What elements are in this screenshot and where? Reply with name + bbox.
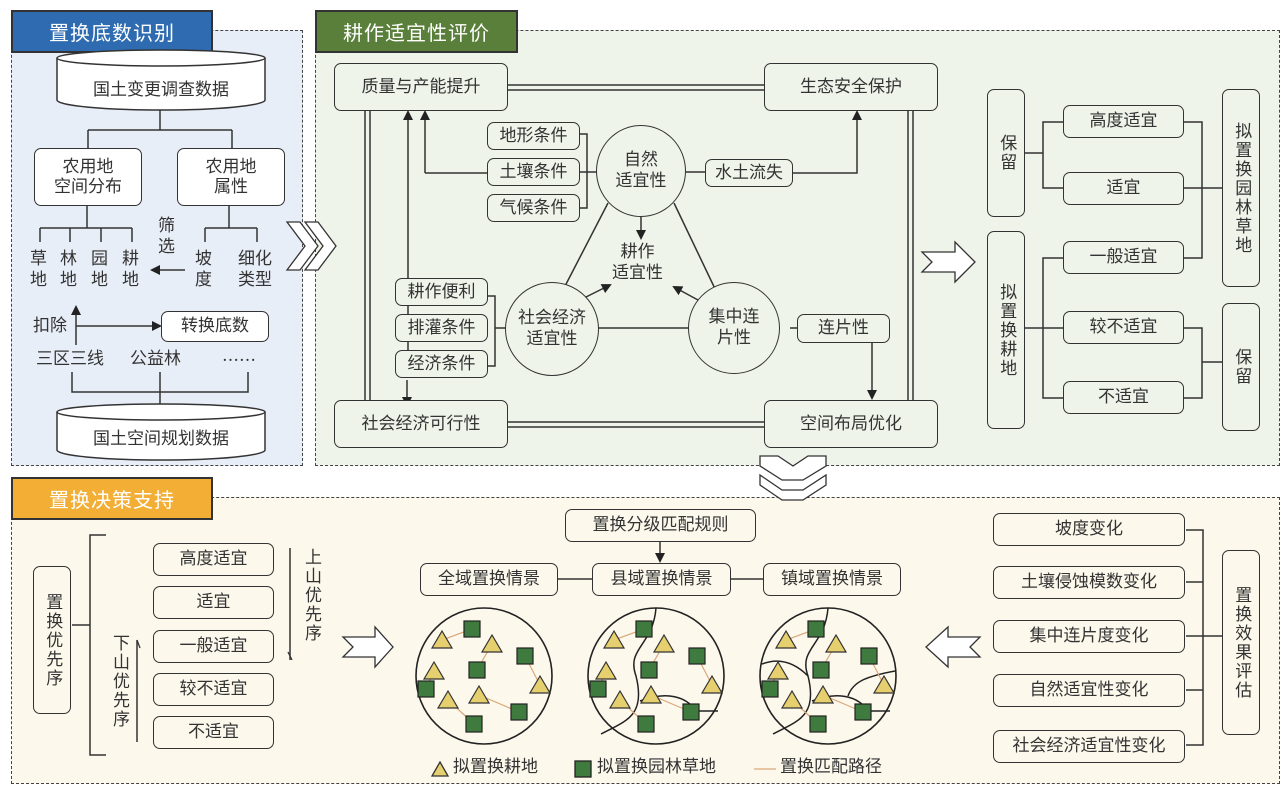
header-decision-support: 置换决策支持 — [11, 477, 213, 520]
priority-suitable: 适宜 — [153, 586, 274, 619]
constraint-more: …… — [222, 346, 256, 366]
legend-farmland-label: 拟置换耕地 — [453, 757, 538, 777]
box-matching-rule: 置换分级匹配规则 — [565, 509, 756, 542]
effect-erosion-change: 土壤侵蚀模数变化 — [993, 566, 1185, 599]
circle-concentration: 集中连 片性 — [688, 282, 780, 374]
level-less-suitable: 较不适宜 — [1063, 311, 1184, 344]
circle-socio-suitability: 社会经济 适宜性 — [505, 282, 599, 376]
box-socio-feasibility: 社会经济可行性 — [334, 400, 508, 448]
level-highly-suitable: 高度适宜 — [1063, 105, 1184, 138]
level-moderately-suitable: 一般适宜 — [1063, 241, 1184, 274]
circle-natural-suitability: 自然 适宜性 — [596, 125, 686, 217]
box-to-farmland: 拟置换耕地 — [987, 231, 1025, 429]
label-slope: 坡 度 — [195, 249, 212, 291]
priority-less-suitable: 较不适宜 — [153, 673, 274, 706]
scenario-global: 全域置换情景 — [420, 563, 558, 596]
landtype-grassland: 草 地 — [30, 249, 47, 291]
box-spatial-optimization: 空间布局优化 — [764, 400, 938, 448]
label-land-survey-data: 国土变更调查数据 — [93, 80, 229, 100]
label-cultivation-suitability: 耕作 适宜性 — [612, 242, 663, 284]
factor-climate: 气候条件 — [487, 194, 580, 222]
legend-path-icon — [754, 768, 776, 770]
box-soil-erosion: 水土流失 — [705, 159, 793, 187]
box-land-attributes: 农用地 属性 — [177, 148, 285, 206]
legend-path-label: 置换匹配路径 — [780, 757, 882, 777]
effect-concentration-change: 集中连片度变化 — [993, 620, 1185, 653]
factor-economic: 经济条件 — [395, 350, 488, 378]
cylinder-spatial-planning-data: 国土空间规划数据 — [55, 402, 267, 462]
header-suitability-evaluation: 耕作适宜性评价 — [315, 10, 518, 53]
level-unsuitable: 不适宜 — [1063, 381, 1184, 414]
level-suitable: 适宜 — [1063, 172, 1184, 205]
box-convert-base: 转换底数 — [161, 311, 269, 342]
label-filter: 筛 选 — [158, 216, 175, 258]
priority-unsuitable: 不适宜 — [153, 716, 274, 749]
legend-square-icon — [574, 760, 592, 778]
constraint-public-forest: 公益林 — [130, 349, 181, 369]
label-uphill-priority: 上山优先序 — [301, 548, 321, 643]
box-retain-top: 保留 — [987, 89, 1025, 217]
legend-triangle-icon — [430, 760, 450, 777]
label-deduct: 扣除 — [33, 316, 67, 336]
box-retain-bottom: 保留 — [1222, 303, 1260, 431]
box-effect-evaluation: 置换效果评估 — [1222, 550, 1260, 735]
label-spatial-planning-data: 国土空间规划数据 — [93, 429, 229, 449]
effect-socio-change: 社会经济适宜性变化 — [993, 730, 1185, 763]
factor-terrain: 地形条件 — [487, 122, 580, 150]
priority-moderately-suitable: 一般适宜 — [153, 630, 274, 663]
scenario-county: 县域置换情景 — [592, 563, 731, 596]
factor-irrigation: 排灌条件 — [395, 314, 488, 342]
legend-garden-label: 拟置换园林草地 — [597, 757, 716, 777]
cylinder-land-survey-data: 国土变更调查数据 — [55, 48, 267, 112]
box-to-garden-grass: 拟置换园林草地 — [1222, 89, 1260, 287]
scenario-town: 镇域置换情景 — [763, 563, 901, 596]
factor-cultivation-convenience: 耕作便利 — [395, 278, 488, 306]
box-eco-security: 生态安全保护 — [764, 63, 938, 111]
box-replacement-priority: 置换优先序 — [33, 566, 71, 714]
landtype-garden: 园 地 — [91, 249, 108, 291]
box-quality-capacity: 质量与产能提升 — [334, 63, 508, 111]
landtype-farmland: 耕 地 — [122, 249, 139, 291]
box-spatial-distribution: 农用地 空间分布 — [34, 148, 142, 206]
box-contiguity: 连片性 — [797, 314, 890, 343]
factor-soil: 土壤条件 — [487, 158, 580, 186]
constraint-three-zones: 三区三线 — [36, 349, 104, 369]
effect-natural-change: 自然适宜性变化 — [993, 674, 1185, 707]
landtype-forest: 林 地 — [60, 249, 77, 291]
header-base-identification: 置换底数识别 — [11, 10, 213, 53]
label-downhill-priority: 下山优先序 — [109, 634, 129, 729]
priority-highly-suitable: 高度适宜 — [153, 543, 274, 576]
effect-slope-change: 坡度变化 — [993, 513, 1185, 546]
label-subtype: 细化 类型 — [238, 249, 272, 291]
